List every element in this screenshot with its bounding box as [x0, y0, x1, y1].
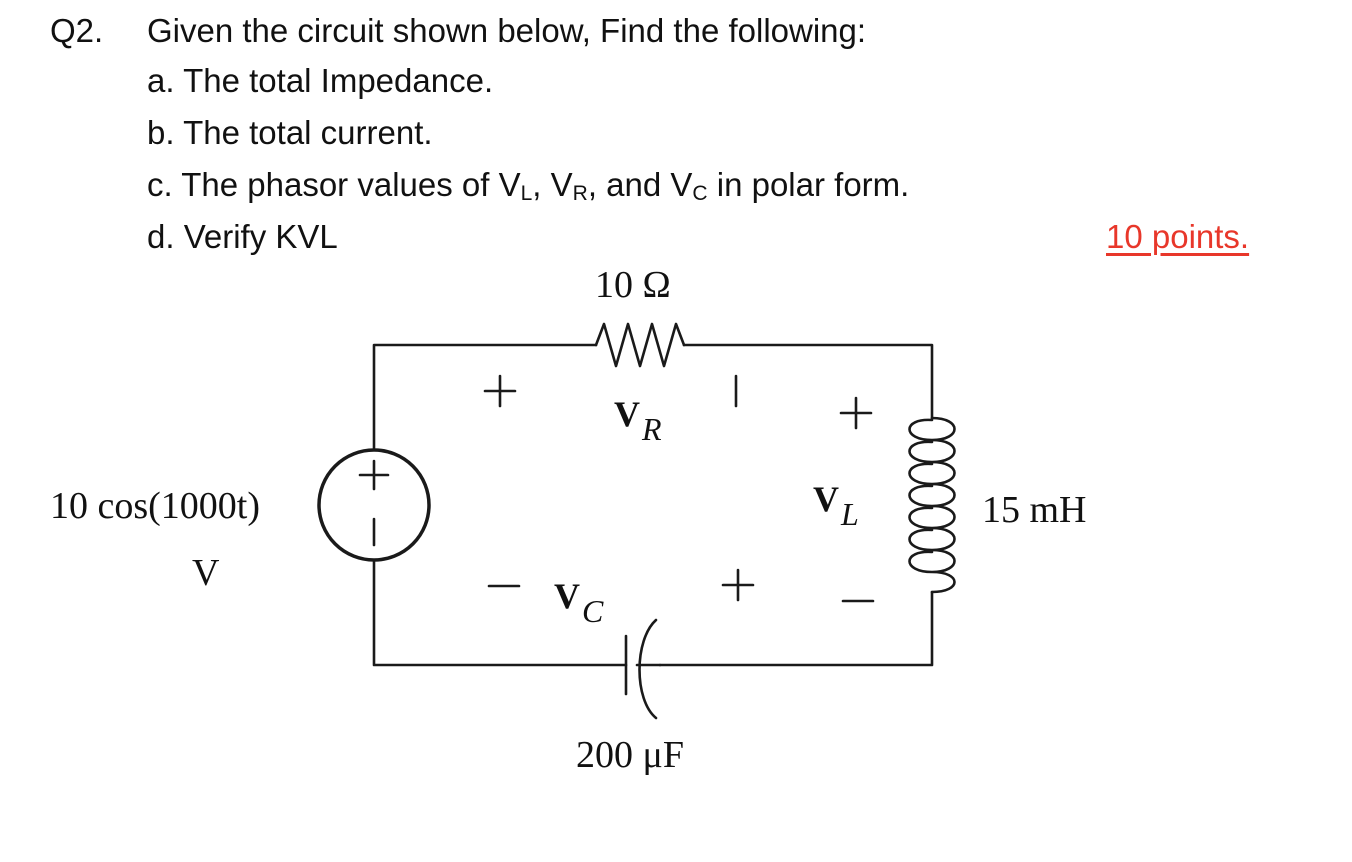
item-c-sub-c: C [692, 182, 708, 205]
wire-right-lower [658, 590, 934, 667]
vl-plus-sign [839, 396, 873, 430]
vc-label: VC [554, 576, 604, 629]
item-c: c. The phasor values of VL, VR, and VC i… [147, 168, 909, 204]
resistor-value: 10 Ω [595, 264, 671, 306]
vc-sub: C [582, 593, 604, 629]
vr-plus-sign [483, 374, 517, 408]
vl-sub: L [840, 496, 859, 532]
capacitor-plate-curved [638, 618, 658, 720]
vr-sub: R [641, 411, 662, 447]
points-label: 10 points. [1106, 218, 1250, 255]
item-c-sep2: , and V [587, 166, 693, 203]
wire-top-left [372, 343, 598, 450]
vr-label: VR [614, 394, 662, 447]
source-plus-sign [358, 459, 390, 491]
vl-main: V [813, 479, 839, 519]
item-b: b. The total current. [147, 114, 433, 151]
item-d: d. Verify KVL [147, 218, 338, 255]
item-c-sep1: , V [532, 166, 573, 203]
vl-label: VL [813, 479, 859, 532]
voltage-source-circle [317, 448, 431, 562]
item-c-sub-r: R [572, 182, 588, 205]
source-label-line1: 10 cos(1000t) [50, 485, 260, 527]
question-prompt: Given the circuit shown below, Find the … [147, 12, 867, 49]
item-c-sub-l: L [520, 182, 533, 205]
resistor-symbol [594, 322, 686, 368]
source-label-line2: V [192, 552, 220, 594]
inductor-coil [908, 416, 956, 594]
capacitor-value: 200 μF [576, 734, 684, 776]
wire-top-right [682, 343, 934, 420]
question-number: Q2. [50, 12, 104, 49]
item-a: a. The total Impedance. [147, 62, 494, 99]
inductor-value: 15 mH [982, 489, 1087, 531]
item-c-suffix: in polar form. [707, 166, 910, 203]
item-c-prefix: c. The phasor values of V [147, 166, 521, 203]
vr-main: V [614, 394, 640, 434]
wire-bottom-left [372, 560, 628, 667]
vc-plus-sign [721, 568, 755, 602]
vc-main: V [554, 576, 580, 616]
